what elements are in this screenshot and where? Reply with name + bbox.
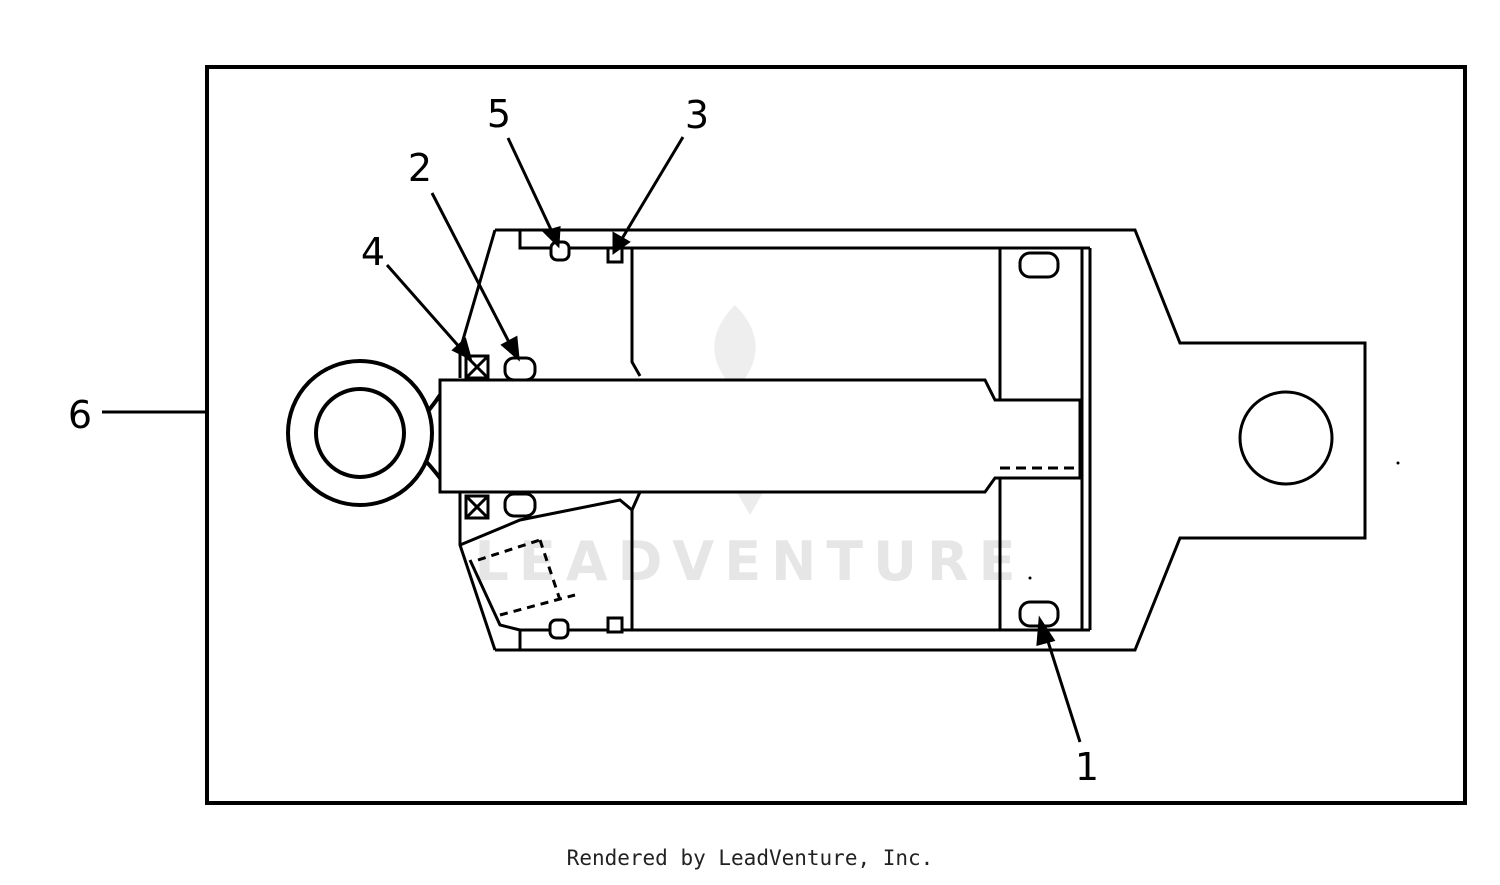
wiper-seal-bottom — [464, 494, 490, 520]
stray-dot — [1028, 576, 1032, 580]
gland-bottom-profile — [495, 491, 642, 652]
arrow-3 — [612, 231, 631, 255]
gland-top-profile — [495, 228, 642, 377]
rod-oring-top — [503, 356, 537, 382]
stray-dot — [1396, 461, 1400, 465]
callout-3: 3 — [685, 93, 709, 137]
callout-1: 1 — [1075, 745, 1099, 789]
barrel-outline — [495, 228, 1367, 652]
callout-2: 2 — [408, 146, 432, 190]
piston-oring-top — [1018, 251, 1060, 279]
rod-oring-bottom — [503, 492, 537, 518]
backup-ring-bottom — [606, 616, 624, 634]
wiper-seal-top — [464, 354, 490, 380]
watermark-flame-icon — [714, 305, 756, 390]
callout-5: 5 — [487, 92, 511, 136]
gland-oring-bottom — [548, 618, 570, 640]
footer-credit: Rendered by LeadVenture, Inc. — [566, 846, 934, 870]
leader-lines — [102, 136, 1082, 743]
arrow-1 — [1036, 615, 1056, 646]
assembly-frame — [205, 65, 1467, 805]
gland-oring-top — [549, 240, 571, 262]
callout-4: 4 — [361, 230, 385, 274]
rod-eye — [286, 359, 442, 507]
callout-6: 6 — [68, 393, 92, 437]
piston-rod — [438, 378, 1082, 494]
callout-labels: 1 2 3 4 5 6 — [68, 92, 1099, 789]
arrow-5 — [542, 225, 561, 249]
oil-port-passage — [459, 498, 633, 632]
arrow-4 — [451, 337, 473, 361]
arrow-2 — [500, 335, 520, 362]
seals — [464, 240, 1060, 640]
watermark-text: LEADVENTURE — [475, 530, 1026, 593]
clevis-pin-hole — [1238, 390, 1334, 486]
